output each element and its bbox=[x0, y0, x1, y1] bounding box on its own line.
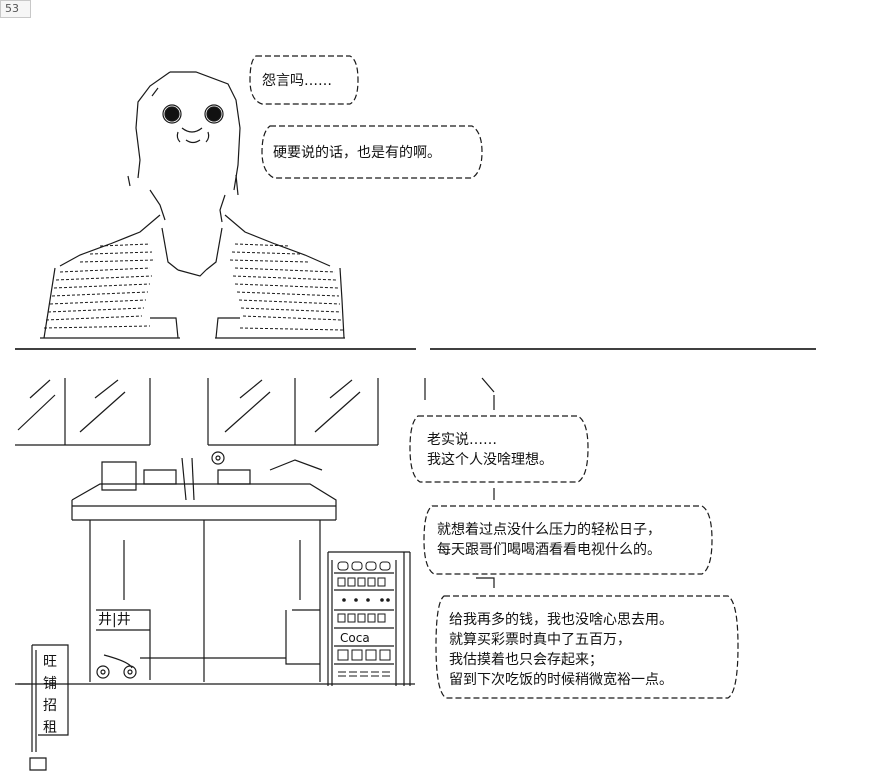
rent-sign-char-4: 租 bbox=[43, 720, 57, 736]
vending-dots bbox=[342, 598, 390, 602]
rent-sign-char-1: 旺 bbox=[43, 654, 57, 670]
bubble-mid2-line-2: 每天跟哥们喝喝酒看看电视什么的。 bbox=[437, 542, 661, 558]
speech-bubble-mid2: 就想着过点没什么压力的轻松日子， 每天跟哥们喝喝酒看看电视什么的。 bbox=[423, 505, 713, 575]
character-figure bbox=[40, 71, 345, 339]
bubble-mid3-line-4: 留到下次吃饭的时候稍微宽裕一点。 bbox=[449, 671, 673, 688]
bubble-top2-text: 硬要说的话，也是有的啊。 bbox=[273, 145, 441, 161]
speech-bubble-top2: 硬要说的话，也是有的啊。 bbox=[261, 125, 483, 179]
jacket-texture bbox=[43, 243, 344, 331]
rent-sign-char-3: 招 bbox=[43, 698, 57, 714]
speech-bubble-mid3: 给我再多的钱，我也没啥心思去用。 就算买彩票时真中了五百万， 我估摸着也只会存起… bbox=[435, 595, 739, 699]
bubble-mid1-line-1: 老实说…… bbox=[427, 432, 497, 448]
rent-sign-char-2: 铺 bbox=[43, 676, 57, 692]
bubble-mid3-line-2: 就算买彩票时真中了五百万， bbox=[449, 632, 631, 648]
rent-sign: 旺 铺 招 租 bbox=[43, 654, 57, 736]
vending-coca-label: Coca bbox=[340, 631, 370, 645]
bubble-connector bbox=[476, 577, 495, 588]
vending-shelf-items bbox=[337, 561, 392, 677]
page-number-badge: 53 bbox=[0, 0, 31, 18]
bubble-mid3-line-1: 给我再多的钱，我也没啥心思去用。 bbox=[449, 611, 673, 628]
bubble-mid2-line-1: 就想着过点没什么压力的轻松日子， bbox=[437, 522, 661, 538]
bubble-mid3-line-3: 我估摸着也只会存起来； bbox=[449, 652, 603, 668]
bubble-mid1-line-2: 我这个人没啥理想。 bbox=[427, 451, 553, 468]
bubble-top1-text: 怨言吗…… bbox=[262, 73, 332, 89]
speech-bubble-mid1: 老实说…… 我这个人没啥理想。 bbox=[409, 415, 589, 483]
shop-front bbox=[15, 377, 495, 771]
window-lattice-text: 井|井 bbox=[98, 612, 131, 628]
speech-bubble-top1: 怨言吗…… bbox=[249, 55, 359, 105]
